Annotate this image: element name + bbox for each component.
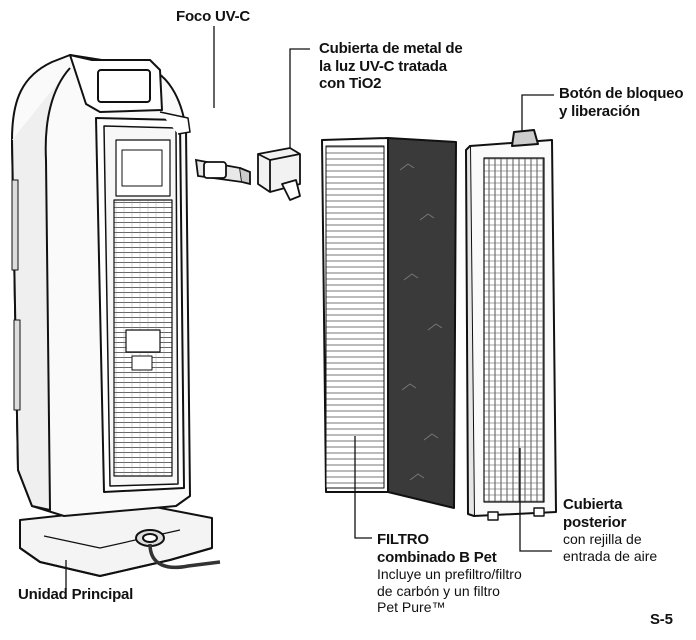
label-line: Pet Pure™ (377, 599, 446, 616)
leader-lines (65, 26, 554, 588)
label-line: posterior (563, 513, 627, 531)
uv-metal-cover (257, 147, 301, 201)
label-unidad-principal: Unidad Principal (18, 586, 134, 603)
uv-lamp (194, 158, 251, 186)
label-line: la luz UV-C tratada (319, 57, 447, 75)
label-line: Botón de bloqueo (559, 85, 684, 102)
label-line: y liberación (559, 102, 640, 120)
label-line: FILTRO (377, 531, 429, 548)
label-cubierta-posterior: Cubierta posterior con rejilla de entrad… (563, 496, 657, 564)
label-line: Incluye un prefiltro/filtro (377, 566, 522, 583)
rear-cover (465, 129, 557, 521)
label-line: combinado B Pet (377, 548, 497, 566)
label-line: Cubierta de metal de (319, 40, 463, 57)
label-cubierta-metal: Cubierta de metal de la luz UV-C tratada… (319, 40, 463, 93)
label-boton-bloqueo: Botón de bloqueo y liberación (559, 85, 683, 120)
combo-filter (321, 137, 457, 509)
label-foco-uvc: Foco UV-C (176, 8, 251, 25)
page-number: S-5 (650, 611, 673, 628)
main-unit (11, 54, 221, 577)
label-line: con rejilla de (563, 531, 642, 548)
label-line: entrada de aire (563, 547, 658, 564)
label-line: con TiO2 (319, 75, 382, 93)
label-line: Cubierta (563, 496, 623, 513)
label-filtro-combinado: FILTRO combinado B Pet Incluye un prefil… (377, 531, 522, 616)
label-line: de carbón y un filtro (377, 582, 500, 599)
